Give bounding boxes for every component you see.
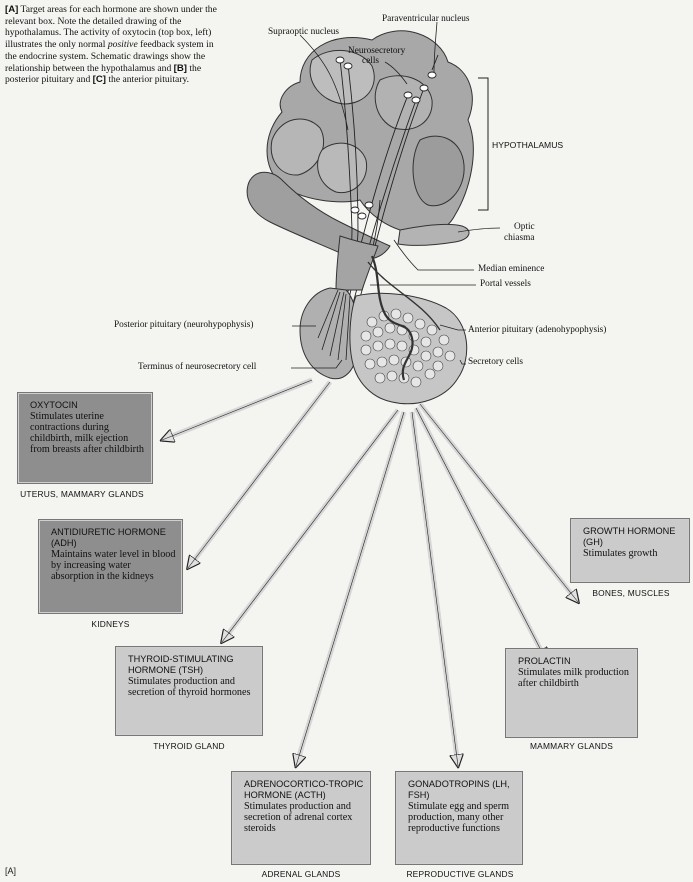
gonadotropins-title: GONADOTROPINS (LH, FSH): [408, 779, 510, 800]
target-acth: ADRENAL GLANDS: [261, 869, 341, 879]
box-acth: ADRENOCORTICO-TROPIC HORMONE (ACTH) Stim…: [231, 771, 371, 865]
hormone-arrows: [162, 377, 578, 766]
label-portal-vessels: Portal vessels: [480, 279, 531, 289]
label-optic-line1: Optic: [514, 222, 535, 232]
caption-label-b: [B]: [173, 62, 187, 74]
label-neurosecretory-line2: cells: [362, 56, 380, 66]
hypothalamus-drawing: [246, 30, 474, 260]
caption-text-3: the posterior pituitary and: [5, 62, 202, 86]
prolactin-title: PROLACTIN: [518, 656, 571, 666]
pituitary-stalk: [335, 235, 379, 291]
box-prolactin: PROLACTIN Stimulates milk production aft…: [505, 648, 638, 738]
neurosecretory-cell-bodies: [335, 56, 437, 220]
figure-caption: [A] Target areas for each hormone are sh…: [5, 4, 227, 86]
label-optic-line2: chiasma: [504, 233, 535, 243]
box-gonadotropins: GONADOTROPINS (LH, FSH) Stimulate egg an…: [395, 771, 523, 865]
label-terminus: Terminus of neurosecretory cell: [138, 362, 257, 372]
target-gh: BONES, MUSCLES: [592, 588, 670, 598]
label-secretory-cells: Secretory cells: [468, 357, 523, 367]
box-oxytocin: OXYTOCIN Stimulates uterine contractions…: [17, 392, 153, 484]
caption-label-a: [A]: [5, 4, 19, 15]
hypothalamus-bracket: [478, 77, 489, 211]
label-posterior-pituitary: Posterior pituitary (neurohypophysis): [114, 320, 254, 330]
label-supraoptic-nucleus: Supraoptic nucleus: [268, 27, 340, 37]
adh-title: ANTIDIURETIC HORMONE (ADH): [51, 527, 166, 548]
label-hypothalamus: HYPOTHALAMUS: [492, 140, 564, 150]
adh-desc: Maintains water level in blood by increa…: [51, 548, 176, 582]
label-median-eminence: Median eminence: [478, 264, 545, 274]
label-paraventricular-nucleus: Paraventricular nucleus: [382, 14, 470, 24]
oxytocin-title: OXYTOCIN: [30, 400, 78, 410]
secretory-cells-drawing: [360, 308, 456, 388]
tsh-desc: Stimulates production and secretion of t…: [128, 675, 251, 698]
target-prolactin: MAMMARY GLANDS: [530, 741, 613, 751]
caption-text-2: feedback system in the endocrine system.…: [5, 39, 214, 74]
label-neurosecretory-line1: Neurosecretory: [348, 46, 406, 56]
box-growth-hormone: GROWTH HORMONE (GH) Stimulates growth: [570, 518, 690, 583]
caption-label-c: [C]: [92, 74, 106, 86]
figure-label: [A]: [5, 866, 17, 876]
gh-title: GROWTH HORMONE (GH): [583, 526, 676, 547]
gh-desc: Stimulates growth: [583, 547, 658, 559]
target-oxytocin: UTERUS, MAMMARY GLANDS: [20, 489, 144, 499]
box-tsh: THYROID-STIMULATING HORMONE (TSH) Stimul…: [115, 646, 263, 736]
label-anterior-pituitary: Anterior pituitary (adenohypophysis): [468, 325, 607, 335]
acth-title: ADRENOCORTICO-TROPIC HORMONE (ACTH): [244, 779, 364, 800]
posterior-terminals: [317, 289, 351, 361]
caption-text-1: Target areas for each hormone are shown …: [5, 4, 217, 51]
box-adh: ANTIDIURETIC HORMONE (ADH) Maintains wat…: [38, 519, 183, 614]
leader-lines: [291, 21, 501, 369]
prolactin-desc: Stimulates milk production after childbi…: [518, 666, 629, 689]
oxytocin-desc: Stimulates uterine contractions during c…: [30, 410, 145, 456]
target-tsh: THYROID GLAND: [153, 741, 225, 751]
acth-desc: Stimulates production and secretion of a…: [244, 800, 353, 834]
gonadotropins-desc: Stimulate egg and sperm production, many…: [408, 800, 510, 834]
caption-text-4: the anterior pituitary.: [105, 74, 190, 86]
target-adh: KIDNEYS: [91, 619, 130, 629]
target-gonadotropins: REPRODUCTIVE GLANDS: [406, 869, 514, 879]
caption-italic: positive: [107, 39, 138, 51]
tsh-title: THYROID-STIMULATING HORMONE (TSH): [128, 654, 234, 675]
